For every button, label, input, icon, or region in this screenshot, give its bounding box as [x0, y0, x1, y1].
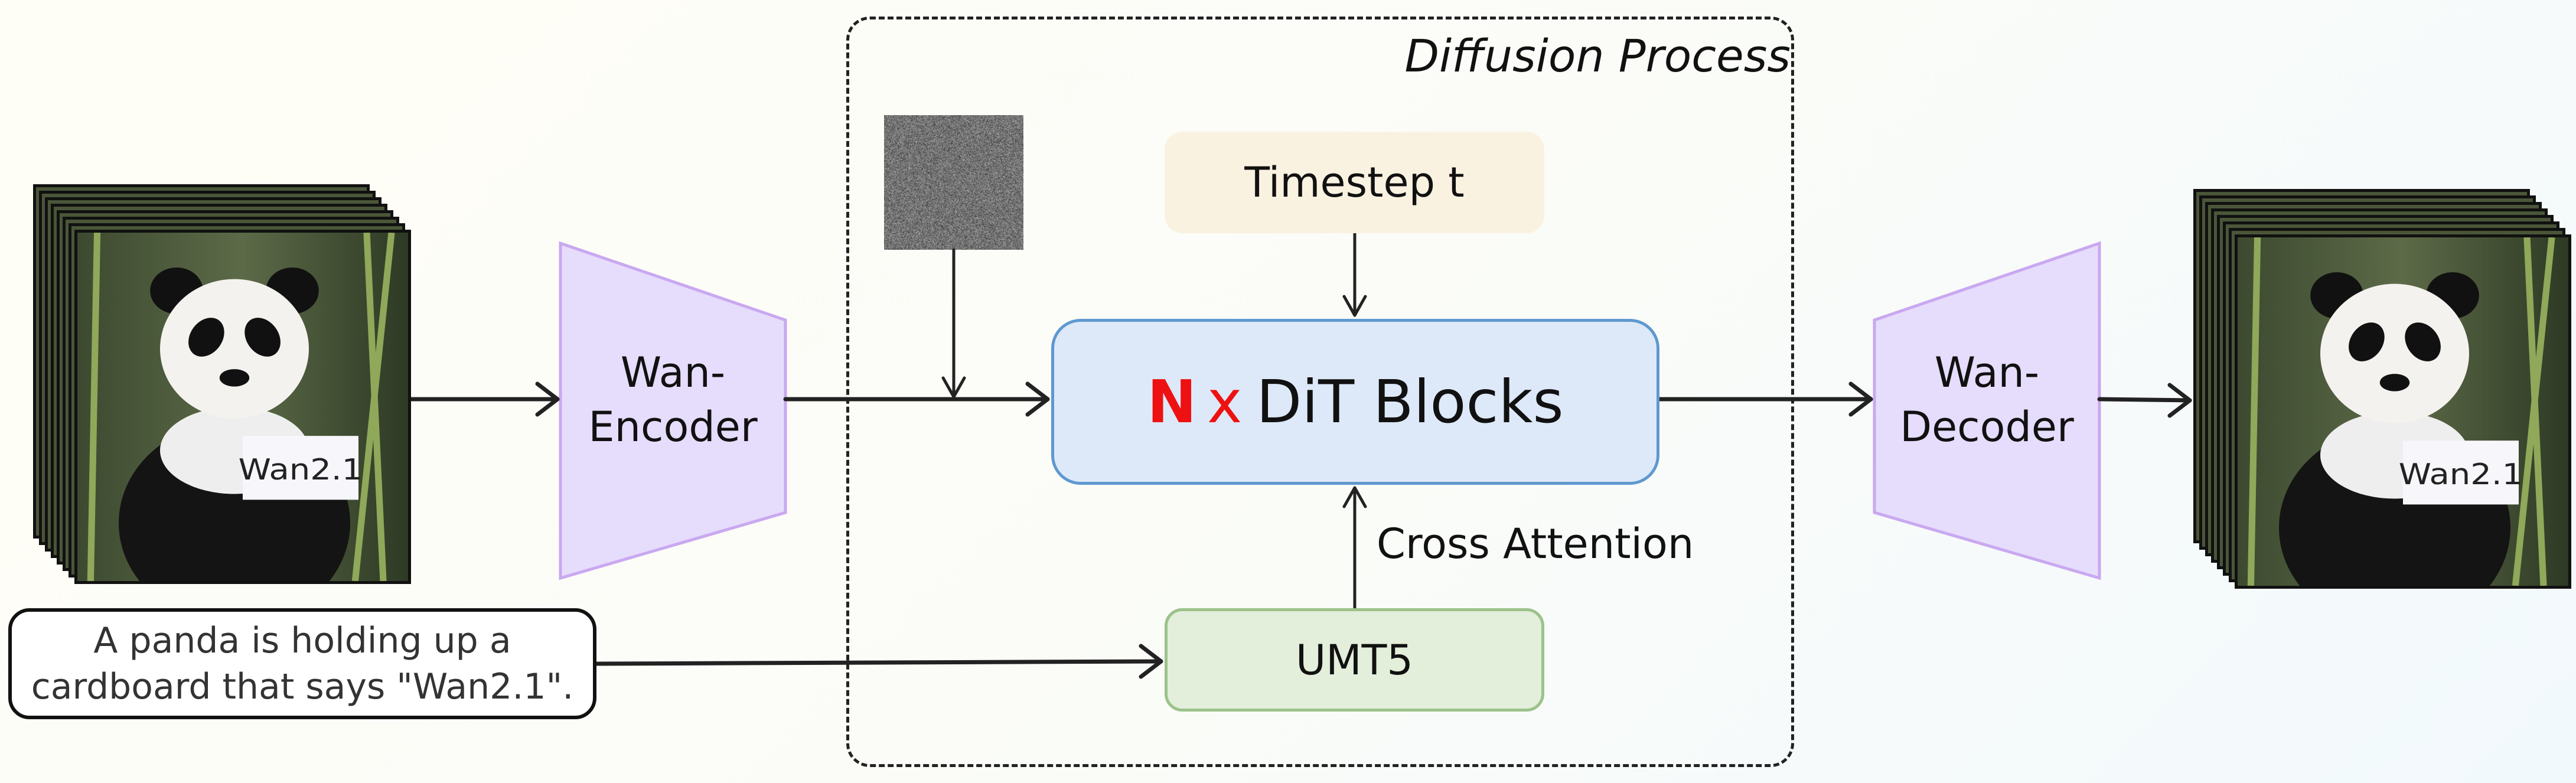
output-video-frames: Wan2.1 [2193, 189, 2571, 579]
umt5-label: UMT5 [1296, 636, 1413, 684]
svg-text:Wan2.1: Wan2.1 [239, 453, 363, 487]
encoder-line2: Encoder [560, 400, 785, 454]
encoder-line1: Wan- [560, 345, 785, 400]
dit-count-n: N [1147, 367, 1196, 436]
arrow-noise-to-dit [943, 250, 964, 397]
timestep-box: Timestep t [1165, 132, 1544, 233]
dit-multiply: x [1207, 367, 1242, 436]
wan-decoder-label: Wan- Decoder [1874, 345, 2099, 454]
arrow-decoder-to-output [2099, 385, 2190, 416]
arrow-input-to-encoder [410, 384, 557, 415]
umt5-box: UMT5 [1165, 608, 1544, 712]
arrow-timestep-to-dit [1344, 233, 1365, 315]
prompt-line2: cardboard that says "Wan2.1". [31, 664, 574, 710]
video-frame: Wan2.1 [74, 230, 411, 584]
arrow-umt5-to-dit [1344, 488, 1365, 608]
dit-blocks-box: NxDiT Blocks [1051, 319, 1659, 485]
input-video-frames: Wan2.1 [33, 184, 411, 586]
wan-encoder-label: Wan- Encoder [560, 345, 785, 454]
prompt-line1: A panda is holding up a [31, 618, 574, 664]
cross-attention-label: Cross Attention [1377, 520, 1694, 568]
decoder-line1: Wan- [1874, 345, 2099, 400]
dit-label: DiT Blocks [1256, 367, 1563, 436]
decoder-line2: Decoder [1874, 400, 2099, 454]
arrow-dit-to-decoder [1659, 384, 1871, 415]
text-prompt-box: A panda is holding up a cardboard that s… [8, 608, 596, 719]
arrow-prompt-to-umt5 [596, 646, 1161, 677]
timestep-label: Timestep t [1244, 158, 1464, 207]
arrow-encoder-to-dit [785, 384, 1048, 415]
video-frame: Wan2.1 [2235, 234, 2571, 589]
svg-text:Wan2.1: Wan2.1 [2399, 458, 2523, 491]
